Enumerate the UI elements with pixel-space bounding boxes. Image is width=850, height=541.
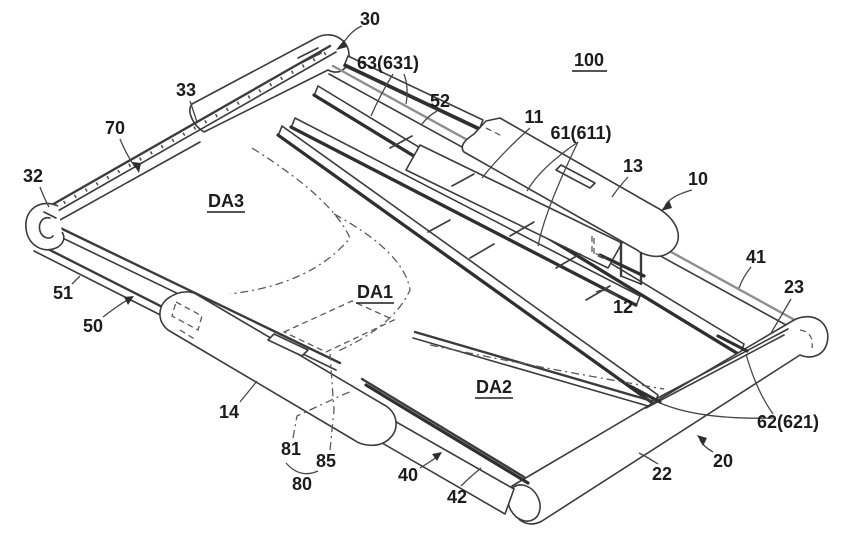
top-left-edge-rail [48,44,337,221]
housing-14-slot [267,333,309,357]
label-62-621: 62(621) [757,412,819,432]
left-roller-housing-14 [159,291,397,447]
label-85: 85 [316,451,336,471]
label-42: 42 [447,487,467,507]
label-11: 11 [524,107,543,127]
leader-85 [329,353,335,451]
boundary-da1-right [333,213,411,353]
arrowhead-70 [132,162,141,173]
arrowhead-50 [124,296,134,305]
label-23: 23 [784,277,804,297]
roller-20-slit-23 [649,328,789,403]
bottom-right-roller-20 [507,315,829,525]
arrowhead-10 [661,200,672,211]
label-DA2: DA2 [476,377,512,397]
label-50: 50 [83,316,103,336]
label-52: 52 [430,91,450,111]
label-33: 33 [176,80,196,100]
label-20: 20 [713,451,733,471]
label-51: 51 [53,283,73,303]
label-70: 70 [105,118,125,138]
left-curl-edge-32 [25,202,65,251]
label-12: 12 [613,297,633,317]
brace-80 [285,462,319,475]
support-bar-lattice [276,55,804,407]
label-14: 14 [219,402,239,422]
right-roller-housing-10 [461,117,680,259]
hidden-component-85 [282,300,396,353]
leader-lines [39,25,792,487]
label-30: 30 [360,9,380,29]
bar-62-lower-edge [413,330,654,403]
label-32: 32 [23,166,43,186]
label-63-631: 63(631) [357,53,419,73]
boundary-da1-da2 [429,344,665,390]
bar-62-in-slit [716,334,749,353]
label-DA3: DA3 [208,191,244,211]
housing-10-slot [555,164,596,189]
roller-20-end-cap [507,484,541,522]
label-100: 100 [574,50,604,70]
label-DA1: DA1 [357,282,393,302]
label-10: 10 [688,169,708,189]
cover-slab-11 [405,144,623,269]
label-40: 40 [398,465,418,485]
leader-81 [292,390,353,439]
label-81: 81 [281,439,301,459]
label-22: 22 [652,464,672,484]
label-80: 80 [292,474,312,494]
boundary-da3-da1 [229,147,351,295]
display-area-boundaries [229,147,665,390]
bar-62-in-slit-2 [628,384,662,404]
arrowhead-30 [336,40,347,50]
label-61-611: 61(611) [550,123,611,143]
label-41: 41 [746,247,766,267]
arrowhead-20 [697,435,707,446]
reference-labels: 100 30 63(631) 33 70 32 52 11 61(611) 13… [23,9,819,507]
arrowhead-40 [432,452,442,461]
label-13: 13 [623,156,643,176]
